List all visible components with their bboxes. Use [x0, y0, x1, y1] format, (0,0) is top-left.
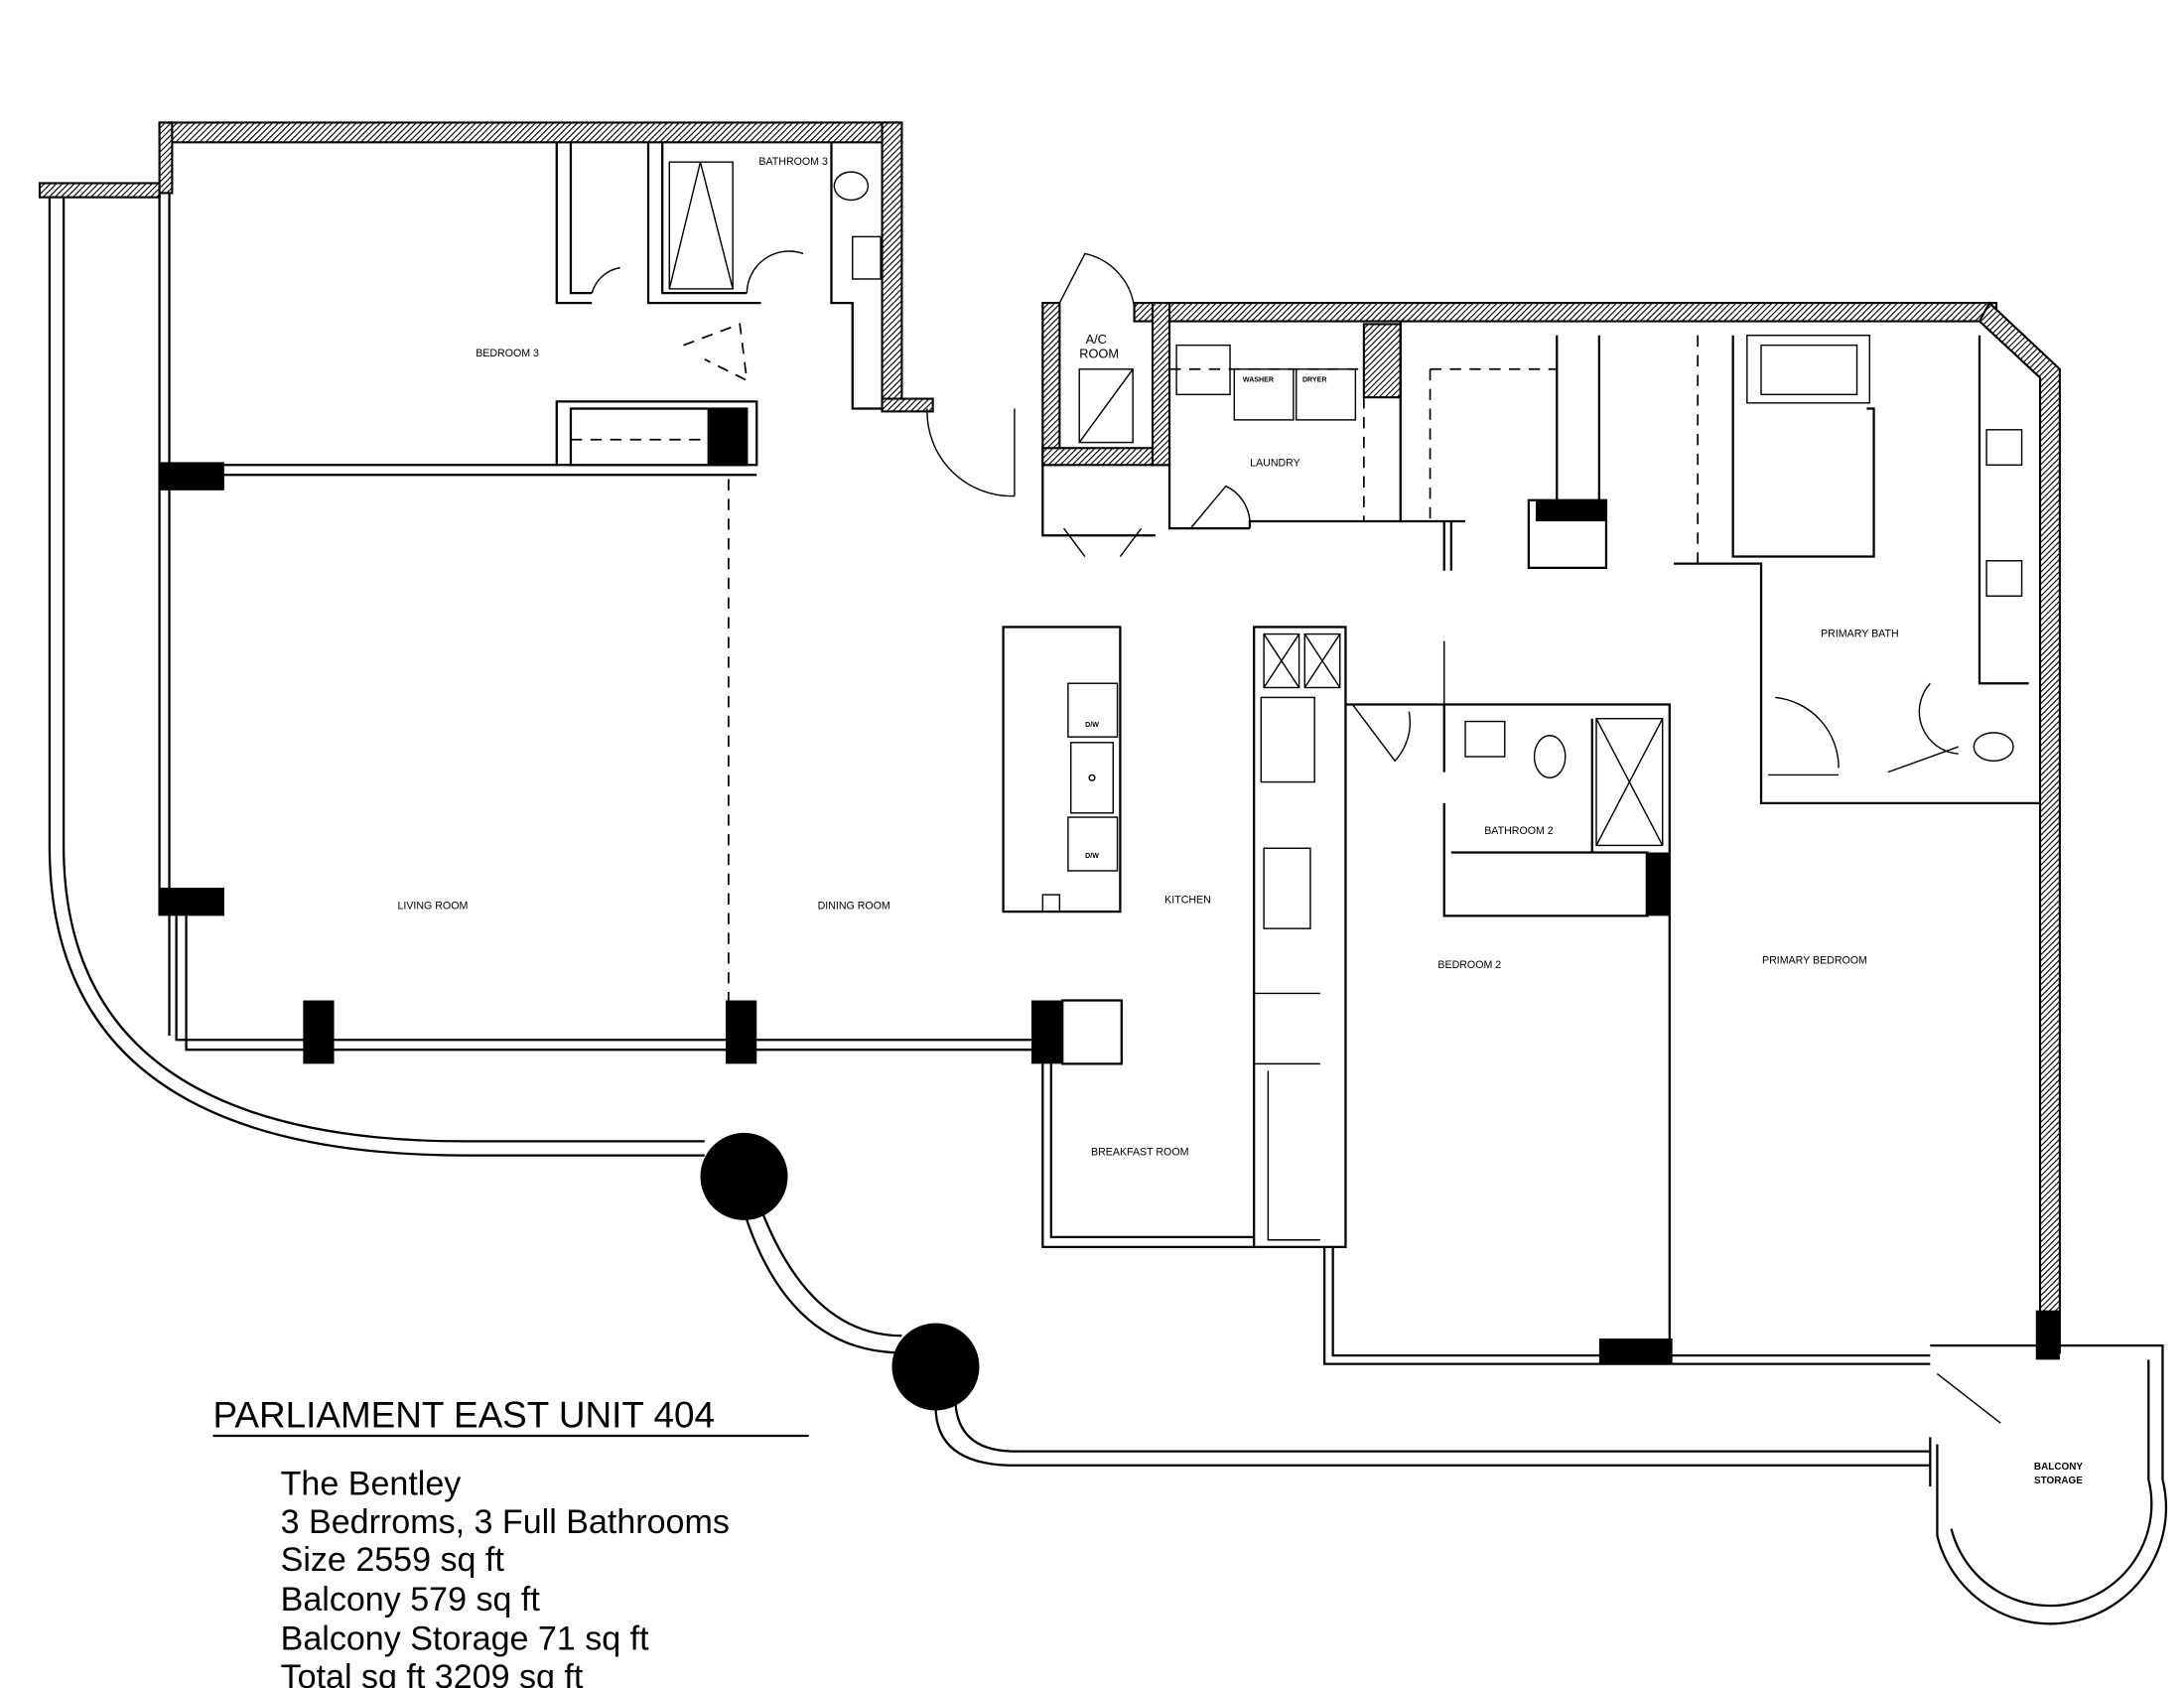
- detail-line: Balcony 579 sq ft: [281, 1581, 541, 1618]
- primary-bath-area: [1674, 335, 2041, 804]
- column: [700, 1132, 788, 1220]
- label-primary-bedroom: PRIMARY BEDROOM: [1762, 955, 1867, 967]
- label-primary-bath: PRIMARY BATH: [1821, 628, 1899, 639]
- label-balcony-storage-2: STORAGE: [2034, 1476, 2083, 1486]
- kitchen-area: [728, 479, 1347, 1248]
- balcony-outline: [48, 197, 2168, 1625]
- detail-line: Size 2559 sq ft: [281, 1541, 505, 1579]
- bathroom2-bedroom2-area: [1345, 640, 1671, 1364]
- label-dryer: DRYER: [1302, 376, 1327, 384]
- column: [891, 1323, 980, 1411]
- label-balcony-storage-1: BALCONY: [2034, 1462, 2083, 1473]
- bedroom3-area: [159, 142, 1016, 497]
- label-kitchen: KITCHEN: [1164, 895, 1211, 907]
- label-dishwasher: D/W: [1085, 721, 1099, 729]
- label-bedroom3: BEDROOM 3: [476, 348, 539, 359]
- label-dining-room: DINING ROOM: [818, 900, 890, 912]
- detail-line: Balcony Storage 71 sq ft: [281, 1620, 649, 1658]
- label-dishwasher: D/W: [1085, 852, 1099, 860]
- detail-line: The Bentley: [281, 1466, 462, 1503]
- label-breakfast-room: BREAKFAST ROOM: [1091, 1147, 1188, 1159]
- unit-title: PARLIAMENT EAST UNIT 404: [213, 1394, 716, 1435]
- exterior-walls: [38, 121, 2061, 1365]
- ac-laundry-area: [1041, 252, 1700, 571]
- label-living-room: LIVING ROOM: [397, 900, 468, 912]
- detail-line: 3 Bedrroms, 3 Full Bathrooms: [281, 1503, 730, 1541]
- label-bedroom2: BEDROOM 2: [1437, 959, 1501, 971]
- label-bathroom2: BATHROOM 2: [1484, 825, 1554, 837]
- label-washer: WASHER: [1243, 376, 1274, 384]
- label-bathroom3: BATHROOM 3: [758, 156, 828, 168]
- label-laundry: LAUNDRY: [1250, 458, 1300, 470]
- detail-line: Total sq ft 3209 sq ft: [281, 1658, 584, 1688]
- label-ac-room-1: A/C: [1086, 332, 1107, 347]
- label-ac-room-2: ROOM: [1079, 346, 1119, 360]
